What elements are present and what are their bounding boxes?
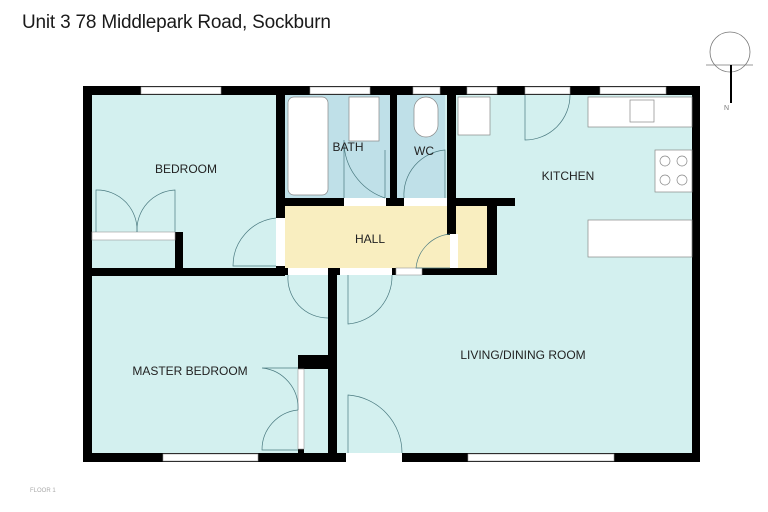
room-label-master-bedroom: MASTER BEDROOM (132, 364, 247, 378)
doors (95, 94, 571, 454)
wc-sink-icon (457, 96, 491, 136)
fixtures (287, 96, 693, 258)
north-compass-icon: N (706, 31, 753, 112)
toilet-icon (413, 96, 439, 138)
room-label-bath: BATH (332, 140, 363, 154)
floor-label: FLOOR 1 (30, 488, 56, 494)
stove-icon (654, 149, 693, 193)
room-label-bedroom: BEDROOM (155, 162, 217, 176)
compass-label: N (724, 105, 729, 112)
bathtub-icon (287, 96, 329, 196)
bath-sink-icon (348, 96, 380, 142)
kitchen-island-icon (587, 219, 693, 258)
room-label-wc: WC (414, 144, 434, 158)
room-label-hall: HALL (355, 232, 385, 246)
room-label-kitchen: KITCHEN (542, 169, 595, 183)
room-label-living-dining: LIVING/DINING ROOM (460, 348, 585, 362)
property-title: Unit 3 78 Middlepark Road, Sockburn (22, 12, 331, 33)
windows (91, 86, 667, 462)
kitchen-sink-icon (629, 99, 655, 123)
